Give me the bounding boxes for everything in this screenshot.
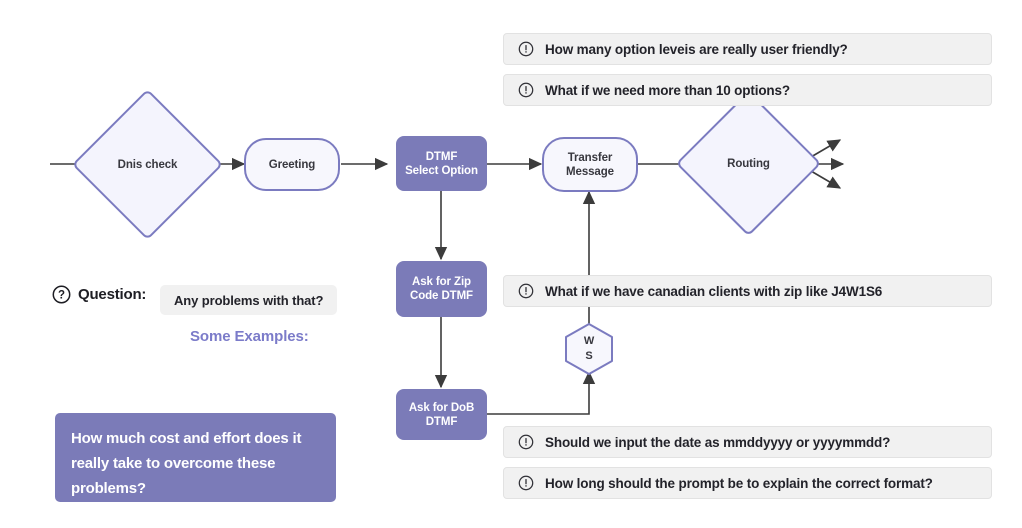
- exclamation-circle-icon: [518, 283, 534, 299]
- node-label: Ask for Zip Code DTMF: [410, 276, 473, 302]
- exclamation-circle-icon: [518, 434, 534, 450]
- node-label: Transfer Message: [566, 151, 614, 178]
- node-ws[interactable]: W S: [563, 322, 615, 376]
- node-ask-zip-code[interactable]: Ask for Zip Code DTMF: [396, 261, 487, 317]
- node-dtmf-select-option[interactable]: DTMF Select Option: [396, 136, 487, 191]
- some-examples-label: Some Examples:: [190, 328, 309, 345]
- exclamation-circle-icon: [518, 475, 534, 491]
- node-routing[interactable]: Routing: [675, 90, 822, 237]
- node-dnis-check[interactable]: Dnis check: [71, 88, 224, 241]
- callout-text: What if we need more than 10 options?: [545, 82, 790, 98]
- callout-text: How long should the prompt be to explain…: [545, 475, 933, 491]
- callout-text: What if we have canadian clients with zi…: [545, 283, 883, 299]
- node-label: Routing: [727, 157, 770, 170]
- exclamation-circle-icon: [518, 82, 534, 98]
- exclamation-circle-icon: [518, 41, 534, 57]
- question-label: Question:: [78, 286, 147, 303]
- question-row: ? Question:: [52, 285, 146, 304]
- question-answer-text: Any problems with that?: [174, 292, 324, 308]
- callout-text: Should we input the date as mmddyyyy or …: [545, 434, 891, 450]
- callout-text: How many option leveis are really user f…: [545, 41, 848, 57]
- question-answer-pill[interactable]: Any problems with that?: [160, 285, 338, 315]
- cost-effort-text: How much cost and effort does it really …: [71, 430, 302, 497]
- node-greeting[interactable]: Greeting: [244, 138, 340, 191]
- hexagon-shape: [565, 323, 613, 375]
- svg-text:?: ?: [58, 290, 65, 302]
- callout-more-options[interactable]: What if we need more than 10 options?: [503, 74, 992, 106]
- node-label: Greeting: [268, 158, 316, 171]
- node-label: Dnis check: [117, 158, 178, 171]
- node-label: Ask for DoB DTMF: [408, 401, 475, 428]
- callout-canadian-zip[interactable]: What if we have canadian clients with zi…: [503, 275, 992, 307]
- node-transfer-message[interactable]: Transfer Message: [542, 137, 638, 192]
- callout-prompt-length[interactable]: How long should the prompt be to explain…: [503, 467, 992, 499]
- cost-effort-callout[interactable]: How much cost and effort does it really …: [55, 413, 336, 502]
- callout-option-levels[interactable]: How many option leveis are really user f…: [503, 33, 992, 65]
- node-ask-dob[interactable]: Ask for DoB DTMF: [396, 389, 487, 440]
- callout-date-format[interactable]: Should we input the date as mmddyyyy or …: [503, 426, 992, 458]
- question-circle-icon: ?: [52, 285, 71, 304]
- node-label: DTMF Select Option: [405, 150, 478, 177]
- node-label: W S: [583, 335, 595, 362]
